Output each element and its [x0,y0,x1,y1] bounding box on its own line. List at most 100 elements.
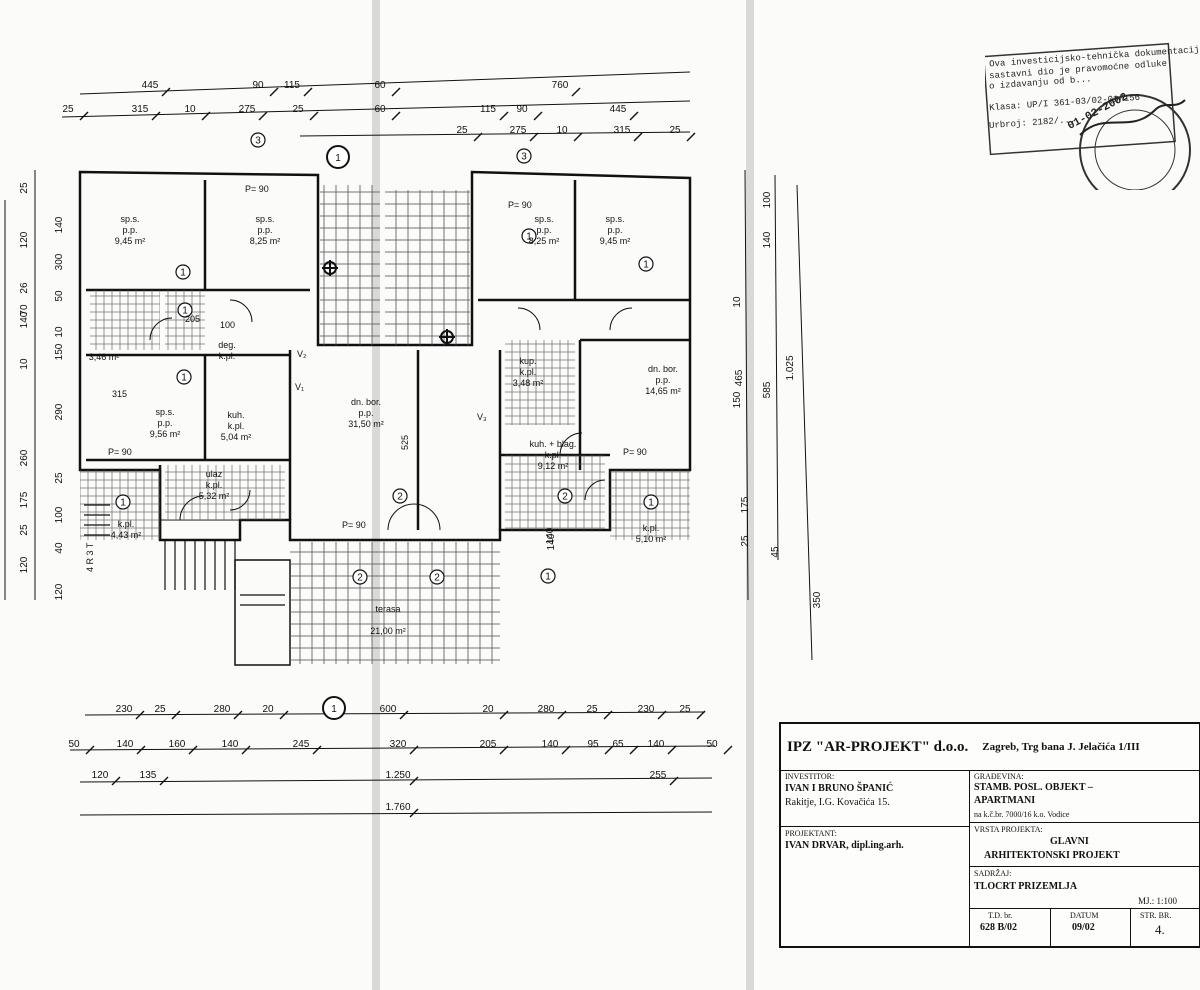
section-marker-label: 1 [331,704,337,715]
firm-address: Zagreb, Trg bana J. Jelačića 1/III [982,741,1140,753]
window-marker-label: 1 [526,232,532,243]
dim-label: 150 [54,343,65,360]
dim-tick [499,710,509,720]
dim-tick [557,710,567,720]
label-v3: V₃ [477,412,487,422]
dim-label: 20 [262,704,274,715]
dim-label: 280 [538,704,555,715]
title-block-left: INVESTITOR: IVAN I BRUNO ŠPANIĆ Rakitje,… [781,770,970,946]
label-v2: V₂ [297,349,307,359]
room-floor: p.p. [358,408,373,418]
dim-tick [686,132,696,142]
window-marker-circle [638,256,654,272]
dim-label: 60 [374,104,386,115]
dim-tick [391,87,401,97]
top-dimension-lines [61,71,691,137]
window-marker-circle [557,488,573,504]
dim-tick [111,776,121,786]
dim-tick [201,111,211,121]
room-name: sp.s. [255,214,274,224]
dim-tick [409,808,419,818]
room-area: 3,48 m² [513,378,544,388]
dim-label: 10 [54,326,65,338]
datum-label: DATUM [1070,911,1099,920]
room-area: 5,32 m² [199,491,230,501]
dim-label: 465 [734,369,745,386]
label-stair: 4 R 3 T [85,542,95,572]
room-floor: k.pl. [228,421,245,431]
misc-labels: V₂ V₁ V₃ 525 4 R 3 T 315 205 100 P= 90 P… [85,184,647,572]
dim-label: 260 [19,449,30,466]
dim-label: 25 [669,125,681,136]
dim-label: 315 [614,125,631,136]
dim-label: 140 [542,739,559,750]
stairs [84,504,285,606]
dim-label: 1.760 [385,802,410,813]
room-name: sp.s. [605,214,624,224]
dim-label: 25 [19,524,30,536]
dim-tick [279,710,289,720]
dim-label: 100 [54,506,65,523]
room-area: 14,65 m² [645,386,681,396]
dim-tick [669,776,679,786]
window-marker-label: 1 [120,498,126,509]
dim-tick [667,745,677,755]
dim-label: 1.025 [785,355,796,380]
dim-tick [151,111,161,121]
dim-tick [188,745,198,755]
window-marker-circle [516,148,532,164]
section-marker-top: 1 [326,145,350,169]
dim-label: 350 [812,591,823,608]
firm-name: IPZ "AR-PROJEKT" d.o.o. [787,738,969,755]
dim-tick [309,111,319,121]
dim-label: 275 [239,104,256,115]
room-area: 8,25 m² [529,236,560,246]
dim-label: 20 [482,704,494,715]
dim-tick [136,745,146,755]
dim-label: 115 [284,80,300,91]
label-p90-a: P= 90 [245,184,269,194]
vrsta-line-1: GLAVNI [1050,836,1089,847]
window-marker-label: 2 [357,573,363,584]
label-p90-d: P= 90 [342,520,366,530]
dim-label: 445 [610,104,627,115]
left-dim-labels: 2514012030026507010140150102902602517510… [19,182,65,600]
window-marker-label: 1 [182,306,188,317]
dim-label: 140 [762,231,773,248]
dim-label: 140 [546,533,557,550]
dim-label: 25 [292,104,304,115]
dim-label: 230 [116,704,133,715]
drain-markers [322,260,455,345]
dim-label: 25 [456,125,468,136]
dim-tick [529,132,539,142]
window-marker-circle [643,494,659,510]
room-name: kuh. [227,410,244,420]
investitor-label: INVESTITOR: [785,772,835,781]
datum-value: 09/02 [1072,922,1095,933]
dim-label: 100 [762,191,773,208]
room-name: deg. [218,340,236,350]
room-floor: k.pl. [118,519,135,529]
window-marker-circle [352,569,368,585]
gradevina-label: GRAĐEVINA: [974,772,1024,781]
dim-label: 70 [19,304,30,316]
dim-label: 140 [19,311,30,328]
window-marker-label: 3 [521,152,527,163]
dim-label: 10 [732,296,743,308]
title-block: IPZ "AR-PROJEKT" d.o.o. Zagreb, Trg bana… [779,722,1200,948]
dim-label: 10 [556,125,568,136]
vrsta-line-2: ARHITEKTONSKI PROJEKT [984,850,1120,861]
dim-label: 25 [154,704,166,715]
dim-label: 90 [252,80,264,91]
window-marker-circle [429,569,445,585]
dim-tick [241,745,251,755]
room-name: kuh. + blag. [530,439,577,449]
projektant-label: PROJEKTANT: [785,829,837,838]
window-marker-label: 3 [255,136,261,147]
dim-tick [312,745,322,755]
sadrzaj-label: SADRŽAJ: [974,869,1012,878]
dim-label: 600 [380,704,397,715]
